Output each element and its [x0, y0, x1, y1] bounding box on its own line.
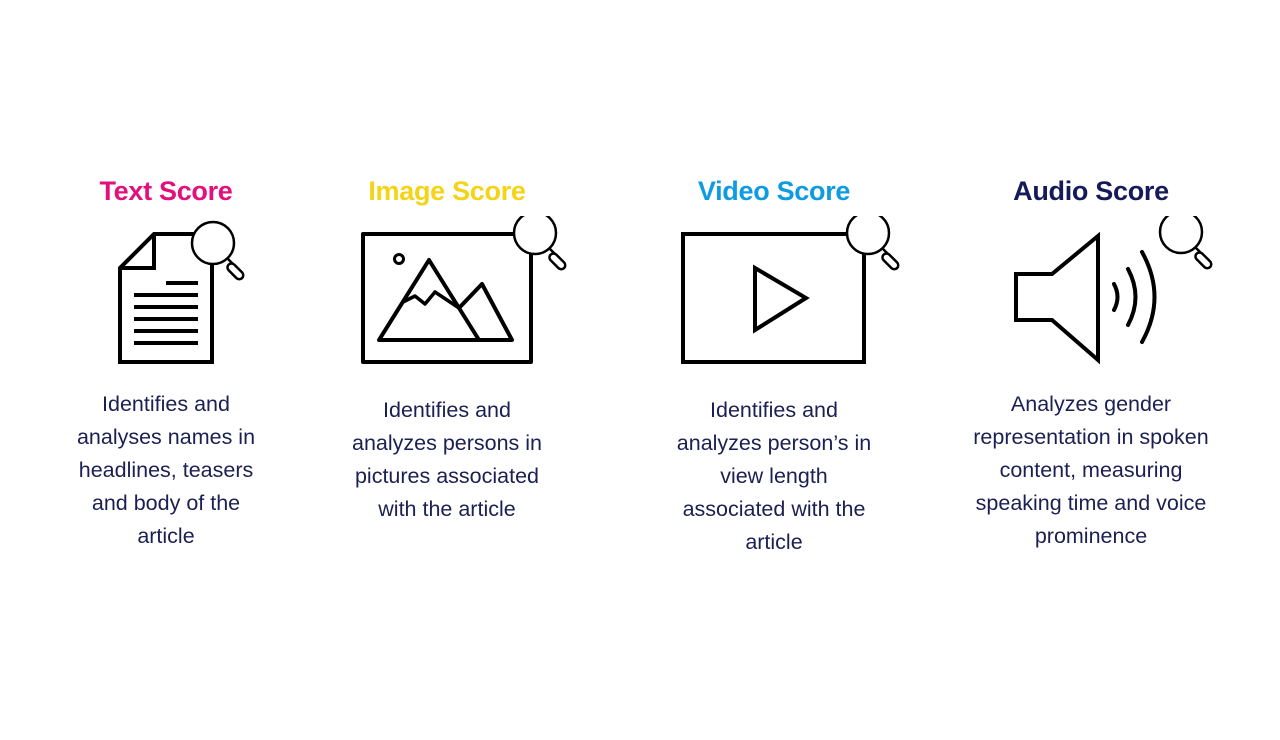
text-score-card: Text Score Identifies and analyses names… [26, 170, 306, 553]
image-score-description: Identifies and analyzes persons in pictu… [351, 398, 543, 521]
video-score-card: Video Score Identifies and analyzes pers… [634, 170, 914, 559]
audio-score-card: Audio Score Analyzes gender representati… [951, 170, 1231, 553]
document-magnifier-icon [118, 220, 245, 364]
text-score-title: Text Score [99, 176, 233, 206]
video-score-title: Video Score [697, 176, 851, 206]
audio-score-description: Analyzes gender representation in spoken… [973, 392, 1209, 548]
video-score-description: Identifies and analyzes person’s in view… [676, 398, 872, 554]
speaker-magnifier-icon [1014, 216, 1213, 365]
audio-score-title: Audio Score [1013, 176, 1169, 206]
text-score-description: Identifies and analyses names in headlin… [76, 392, 256, 548]
picture-magnifier-icon [361, 216, 567, 364]
image-score-title: Image Score [368, 176, 526, 206]
video-play-magnifier-icon [681, 216, 900, 364]
image-score-card: Image Score Identifies and analyzes pers… [307, 170, 587, 526]
